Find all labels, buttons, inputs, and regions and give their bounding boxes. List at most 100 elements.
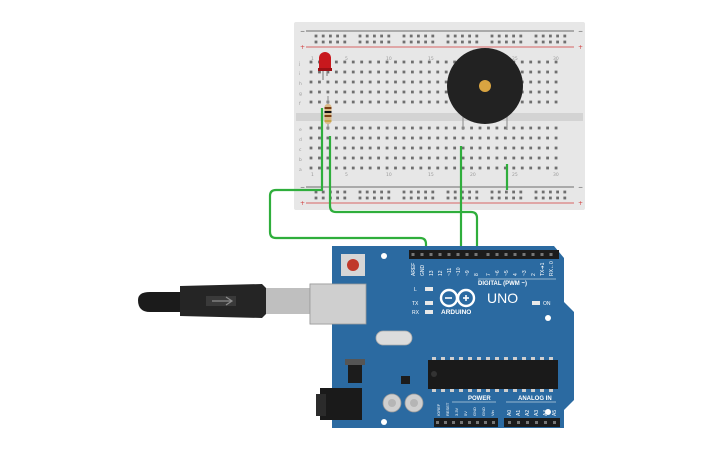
breadboard-hole bbox=[385, 90, 389, 94]
rail-hole bbox=[468, 190, 471, 194]
small-chip bbox=[401, 376, 410, 384]
row-letter: j bbox=[298, 61, 300, 67]
usb-metal-shell bbox=[266, 288, 312, 314]
breadboard-hole bbox=[444, 70, 448, 74]
row-letter: f bbox=[299, 101, 301, 107]
header-pin-hole bbox=[504, 253, 508, 256]
breadboard-hole bbox=[377, 90, 380, 94]
rail-hole bbox=[431, 40, 435, 44]
rail-hole bbox=[446, 196, 450, 200]
pin-label-2: 2 bbox=[531, 273, 537, 276]
breadboard-hole bbox=[377, 146, 380, 150]
pin-label-8: 8 bbox=[474, 273, 480, 276]
chip-pin bbox=[504, 357, 508, 360]
header-pin-hole bbox=[495, 253, 499, 256]
rail-hole bbox=[358, 40, 362, 44]
header-pin-hole bbox=[513, 253, 517, 256]
rail-hole bbox=[490, 190, 494, 194]
breadboard-hole bbox=[334, 136, 338, 140]
breadboard-hole bbox=[385, 146, 389, 150]
capacitor-2-top bbox=[410, 399, 418, 407]
breadboard-hole bbox=[512, 166, 516, 170]
breadboard-hole bbox=[529, 90, 533, 94]
breadboard-hole bbox=[360, 126, 364, 130]
rail-hole bbox=[556, 190, 559, 194]
row-letter: a bbox=[299, 168, 302, 173]
rail-hole bbox=[453, 190, 457, 194]
rail-hole bbox=[549, 40, 552, 44]
breadboard-hole bbox=[419, 126, 423, 130]
rail-hole bbox=[563, 40, 567, 44]
breadboard-hole bbox=[436, 126, 440, 130]
resistor[interactable] bbox=[324, 96, 332, 130]
buzzer-center bbox=[479, 80, 491, 92]
breadboard-hole bbox=[334, 146, 338, 150]
rail-hole bbox=[417, 34, 420, 38]
breadboard-hole bbox=[554, 136, 558, 140]
breadboard-hole bbox=[360, 60, 364, 64]
breadboard-hole bbox=[529, 80, 533, 84]
breadboard-hole bbox=[487, 156, 490, 160]
breadboard-hole bbox=[419, 60, 423, 64]
breadboard-hole bbox=[411, 166, 414, 170]
col-label: 15 bbox=[428, 172, 434, 178]
breadboard-hole bbox=[334, 60, 338, 64]
breadboard-hole bbox=[554, 60, 558, 64]
dc-jack-barrel bbox=[316, 394, 326, 416]
rail-minus-label-right: − bbox=[578, 28, 583, 35]
l-led bbox=[425, 287, 433, 291]
rail-hole bbox=[512, 34, 515, 38]
rail-hole bbox=[461, 40, 464, 44]
rail-hole bbox=[446, 190, 450, 194]
header-pin-hole bbox=[438, 253, 442, 256]
breadboard-hole bbox=[444, 60, 448, 64]
col-label: 10 bbox=[386, 56, 392, 62]
bottom-header-holes bbox=[436, 421, 556, 424]
wire-pin13-resistor bbox=[328, 136, 479, 252]
breadboard-hole bbox=[419, 90, 423, 94]
rail-hole bbox=[497, 190, 501, 194]
breadboard-hole bbox=[546, 90, 549, 94]
rail-hole bbox=[512, 196, 515, 200]
breadboard-hole bbox=[318, 166, 321, 170]
breadboard-hole bbox=[309, 100, 313, 104]
breadboard-hole bbox=[360, 80, 364, 84]
breadboard-hole bbox=[343, 156, 347, 160]
rail-hole bbox=[541, 34, 545, 38]
arduino-uno-board[interactable]: AREF GND 13 12 ~11 ~10 ~9 8 7 ~6 ~5 4 ~3… bbox=[309, 246, 574, 428]
rail-hole bbox=[343, 196, 347, 200]
chip-pin bbox=[459, 389, 463, 392]
rail-hole bbox=[549, 34, 552, 38]
breadboard-hole bbox=[343, 100, 347, 104]
breadboard-hole bbox=[461, 136, 465, 140]
breadboard-hole bbox=[537, 156, 541, 160]
chip-pin bbox=[477, 357, 481, 360]
chip-pin bbox=[486, 357, 490, 360]
power-header bbox=[434, 418, 498, 427]
breadboard-hole bbox=[326, 156, 330, 160]
red-led[interactable] bbox=[318, 52, 332, 80]
rail-hole bbox=[336, 40, 339, 44]
breadboard-hole bbox=[554, 80, 558, 84]
breadboard-hole bbox=[444, 136, 448, 140]
chip-pin bbox=[531, 357, 535, 360]
digital-header bbox=[409, 250, 559, 259]
header-pin-hole bbox=[460, 421, 463, 424]
rail-hole bbox=[402, 40, 406, 44]
breadboard-hole bbox=[427, 60, 431, 64]
breadboard-hole bbox=[360, 100, 364, 104]
breadboard-hole bbox=[461, 166, 465, 170]
rail-hole bbox=[461, 196, 464, 200]
breadboard-hole bbox=[495, 166, 499, 170]
rail-hole bbox=[387, 34, 391, 38]
rx-led-label: RX bbox=[412, 310, 420, 316]
breadboard-hole bbox=[351, 100, 355, 104]
power-pin-labels: IOREF RESET 3.3V 5V GND GND Vin bbox=[436, 402, 495, 416]
piezo-buzzer[interactable] bbox=[447, 48, 523, 130]
breadboard-hole bbox=[368, 70, 372, 74]
rail-hole bbox=[402, 196, 406, 200]
wire-gnd-rail bbox=[268, 108, 428, 252]
breadboard-hole bbox=[436, 166, 440, 170]
reset-button[interactable] bbox=[347, 259, 359, 271]
dc-power-jack bbox=[320, 388, 362, 420]
